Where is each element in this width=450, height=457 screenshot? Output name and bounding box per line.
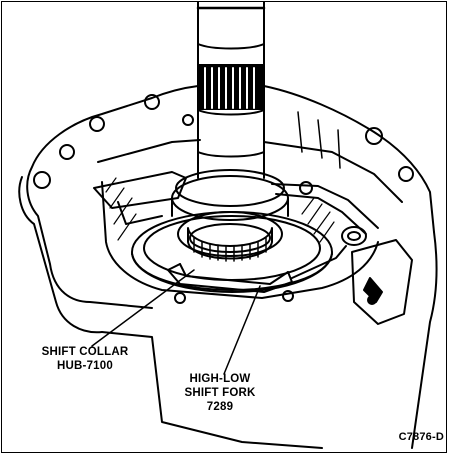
output-shaft <box>196 2 266 179</box>
transfer-case-illustration <box>18 2 438 449</box>
shift-collar-label-line1: SHIFT COLLAR <box>41 346 129 358</box>
case-right-wall <box>411 231 438 449</box>
figure-id: C7876-D <box>398 431 444 443</box>
shift-collar-callout: SHIFT COLLAR HUB-7100 <box>30 345 140 373</box>
case-lower-wall <box>101 331 323 449</box>
shift-collar-hub <box>171 169 289 262</box>
case-housing-outline <box>26 85 435 309</box>
case-inner-ledge <box>97 139 403 203</box>
shift-fork-label-line1: HIGH-LOW <box>189 373 251 385</box>
shift-fork-label-line2: SHIFT FORK <box>184 387 256 399</box>
case-inner-wall <box>101 181 379 299</box>
shift-rail <box>93 171 379 246</box>
high-low-shift-fork <box>167 245 347 293</box>
shift-fork-label-line3: 7289 <box>206 401 234 413</box>
shift-fork-callout: HIGH-LOW SHIFT FORK 7289 <box>170 372 270 414</box>
shading-hatch <box>105 177 335 243</box>
case-ribs <box>297 111 341 169</box>
leader-shift-collar <box>91 269 195 347</box>
flange-bolt-holes <box>33 94 414 304</box>
shift-lever-bracket <box>351 239 413 325</box>
shift-collar-label-line2: HUB-7100 <box>57 360 113 372</box>
case-flange-left <box>18 176 103 334</box>
leader-shift-fork <box>223 285 261 375</box>
